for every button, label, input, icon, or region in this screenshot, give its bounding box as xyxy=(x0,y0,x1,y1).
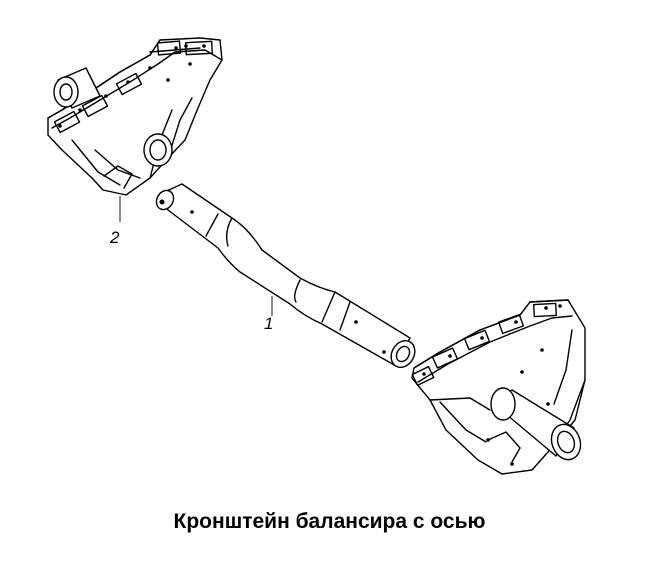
caption: Кронштейн балансира с осью xyxy=(173,510,486,533)
bracket-bottom-right xyxy=(411,299,586,475)
callout-label-1: 1 xyxy=(264,314,274,333)
bracket-top-left xyxy=(47,37,223,196)
callout-label-2: 2 xyxy=(110,228,120,247)
axle xyxy=(155,183,416,369)
